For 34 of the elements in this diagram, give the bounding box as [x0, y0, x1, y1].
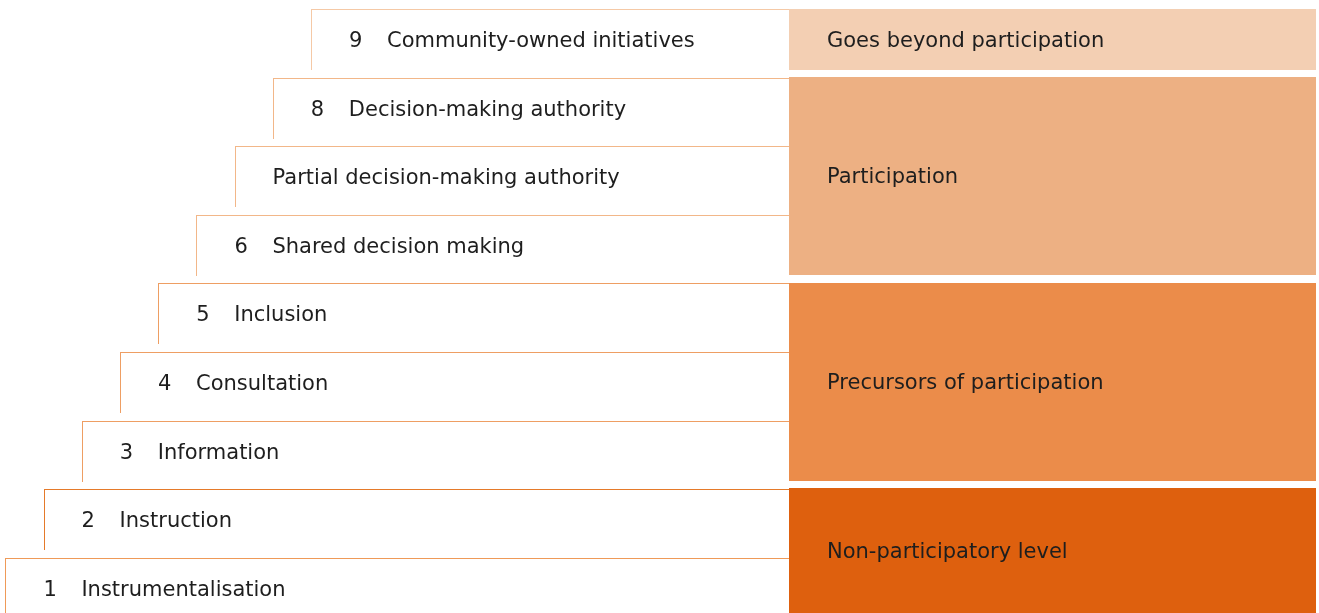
step-label: Community-owned initiatives [387, 27, 695, 53]
step-number: 3 [119, 438, 134, 465]
step-label: Shared decision making [272, 232, 525, 259]
level-band [789, 9, 1316, 70]
stair-step [5, 557, 789, 613]
stair-step [43, 489, 789, 551]
step-number: 2 [81, 507, 95, 534]
stair-step [272, 77, 789, 139]
level-band [789, 283, 1316, 481]
step-label: Instruction [119, 507, 232, 534]
stair-step [158, 283, 789, 345]
step-number: 1 [43, 575, 57, 602]
step-label: Consultation [196, 370, 329, 396]
step-number: 4 [158, 370, 172, 396]
step-label: Partial decision-making authority [272, 164, 620, 191]
step-number: 8 [310, 95, 325, 122]
step-label: Decision-making authority [348, 95, 627, 122]
level-label: Goes beyond participation [827, 26, 1105, 53]
step-number: 6 [234, 232, 248, 259]
stair-step [81, 420, 789, 482]
level-band [789, 488, 1316, 613]
stair-step [120, 352, 789, 413]
stair-step [234, 146, 789, 208]
step-number: 9 [349, 27, 363, 53]
level-band [789, 77, 1316, 275]
step-label: Information [157, 438, 280, 465]
stair-step [311, 9, 789, 70]
stair-step [196, 214, 789, 276]
level-label: Participation [827, 163, 959, 189]
step-number: 5 [196, 301, 210, 328]
step-label: Inclusion [234, 301, 328, 328]
step-label: Instrumentalisation [81, 575, 286, 602]
level-label: Precursors of participation [827, 369, 1104, 395]
level-label: Non-participatory level [827, 537, 1068, 564]
